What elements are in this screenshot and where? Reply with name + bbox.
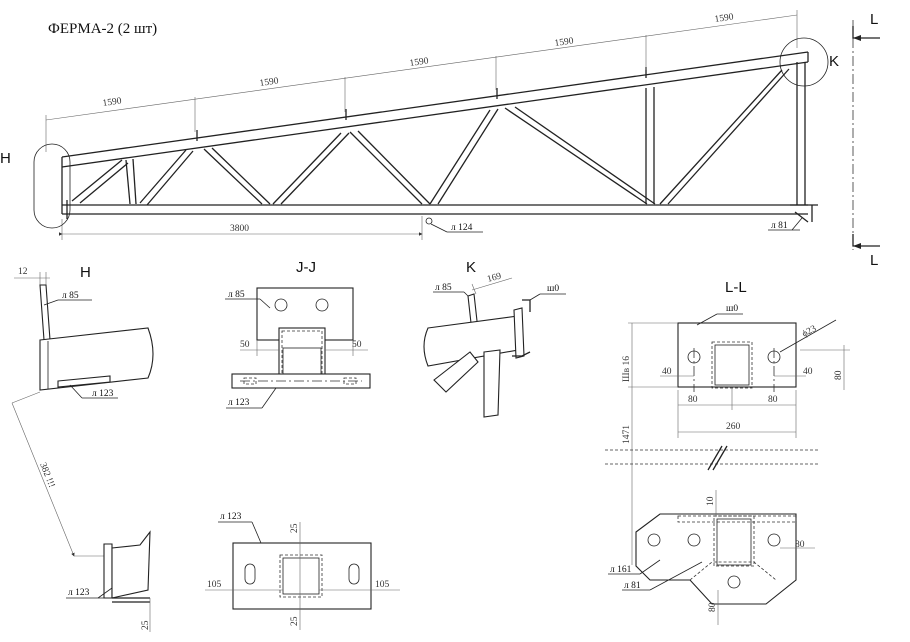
detail-jj: L-L J-J л 85 50 50 л 123 <box>225 259 371 409</box>
callout-h-label: Н <box>0 150 11 167</box>
k-label-l85: л 85 <box>435 283 452 293</box>
detail-h-title: Н <box>80 264 91 281</box>
label-l81-truss: л 81 <box>771 221 788 231</box>
k-dim-169: 169 <box>486 271 503 284</box>
jj-label-l85: л 85 <box>228 290 245 300</box>
plate-dim-right: 105 <box>375 580 390 590</box>
ll-dim-40a: 40 <box>662 367 672 377</box>
h-dim-382: 382 !!! <box>37 461 56 489</box>
drawing-title: ФЕРМА-2 (2 шт) <box>48 21 157 37</box>
jj-label-l123: л 123 <box>228 398 250 408</box>
top-dim-3: 1590 <box>409 56 429 69</box>
ll-label-l81: л 81 <box>624 581 641 591</box>
detail-ll-title: L-L <box>725 279 747 296</box>
h-label-l123b: л 123 <box>68 588 90 598</box>
ll-dim-260: 260 <box>726 422 741 432</box>
ll-label-l161: л 161 <box>610 565 632 575</box>
label-l124: л 124 <box>451 223 473 233</box>
callout-h <box>33 143 71 229</box>
detail-k-title: K <box>466 259 476 276</box>
detail-jj-label: J-J <box>296 259 316 276</box>
ll-dia: ϕ23 <box>801 324 819 340</box>
ll-label-sh0: ш0 <box>726 304 738 314</box>
plate-label-l123: л 123 <box>220 512 242 522</box>
h-label-l85: л 85 <box>62 291 79 301</box>
detail-ll: L-L ш0 ϕ23 Шв 16 1471 40 40 80 80 <box>605 279 850 625</box>
ll-dim-1471: 1471 <box>622 425 632 444</box>
ll-dim-80b: 80 <box>768 395 778 405</box>
top-dim-2: 1590 <box>259 76 279 89</box>
ll-dim-80a: 80 <box>688 395 698 405</box>
ll-dim-10: 10 <box>706 496 716 506</box>
truss-elevation: 1590 1590 1590 1590 1590 3800 л 124 л 81 <box>45 10 818 240</box>
plate-dim-top: 25 <box>290 523 300 533</box>
bottom-dim-3800: 3800 <box>230 224 249 234</box>
ll-dim-80d: 80 <box>795 540 805 550</box>
section-l-top: L <box>870 11 878 28</box>
k-label-sh0: ш0 <box>547 284 559 294</box>
ll-dim-40b: 40 <box>803 367 813 377</box>
h-dim-12: 12 <box>18 267 28 277</box>
jj-dim-left: 50 <box>240 340 250 350</box>
detail-h: Н 12 л 85 л 123 382 !!! л 123 25 <box>11 264 154 632</box>
ll-dim-80c: 80 <box>834 370 844 380</box>
plate-dim-bottom: 25 <box>290 616 300 626</box>
section-l-bottom: L <box>870 252 878 269</box>
plate-dim-left: 105 <box>207 580 222 590</box>
h-dim-25: 25 <box>141 620 151 630</box>
top-dim-4: 1590 <box>554 36 574 49</box>
jj-dim-right: 50 <box>352 340 362 350</box>
ll-dim-shv16: Шв 16 <box>622 356 632 382</box>
detail-k: K 169 л 85 ш0 <box>423 259 566 418</box>
detail-plate-l123: л 123 25 25 105 105 <box>205 512 400 630</box>
callout-k-label: K <box>829 53 839 70</box>
top-dim-1: 1590 <box>102 96 122 109</box>
h-label-l123a: л 123 <box>92 389 114 399</box>
callout-k <box>779 37 829 87</box>
ll-dim-80e: 80 <box>708 602 718 612</box>
top-dim-5: 1590 <box>714 12 734 25</box>
